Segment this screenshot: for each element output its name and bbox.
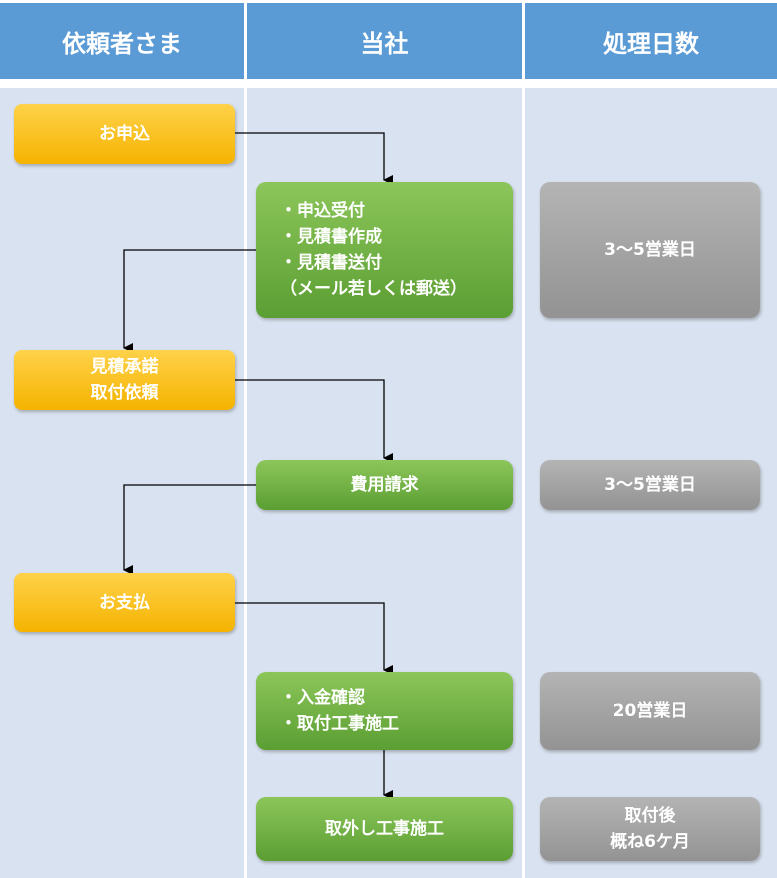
duration-label-2: 3～5営業日 (604, 475, 696, 495)
header-company: 当社 (247, 3, 522, 79)
arrow-billing-to-payment (123, 484, 256, 575)
duration-box-4: 取付後 概ね6ケ月 (540, 797, 760, 861)
duration-box-3: 20営業日 (540, 672, 760, 750)
duration-box-1: 3～5営業日 (540, 182, 760, 318)
billing-label: 費用請求 (350, 475, 419, 495)
arrow-payment-to-installation (235, 602, 393, 675)
payment-confirmation-line: ・入金確認 (280, 688, 365, 708)
estimate-creation-line: ・見積書作成 (280, 227, 382, 247)
reception-line: ・申込受付 (280, 201, 365, 221)
apply-box: お申込 (14, 104, 235, 164)
header-days: 処理日数 (525, 3, 777, 79)
estimate-approval-box: 見積承諾 取付依頼 (14, 350, 235, 410)
installation-box: ・入金確認 ・取付工事施工 (256, 672, 513, 750)
duration-label-4a: 取付後 (624, 806, 676, 826)
duration-label-3: 20営業日 (612, 701, 688, 721)
duration-box-2: 3～5営業日 (540, 460, 760, 510)
apply-label: お申込 (99, 124, 150, 144)
arrow-estimate-to-client (123, 249, 256, 353)
estimate-approval-label: 見積承諾 (90, 357, 159, 377)
arrow-approval-to-billing (235, 379, 393, 463)
removal-box: 取外し工事施工 (256, 797, 513, 861)
duration-label-4b: 概ね6ケ月 (610, 832, 690, 852)
payment-box: お支払 (14, 573, 235, 632)
removal-label: 取外し工事施工 (325, 819, 444, 839)
reception-box: ・申込受付 ・見積書作成 ・見積書送付 （メール若しくは郵送） (256, 182, 513, 318)
client-lane (0, 88, 244, 878)
payment-label: お支払 (99, 592, 150, 613)
header-client: 依頼者さま (0, 3, 244, 79)
duration-label-1: 3～5営業日 (604, 240, 696, 260)
billing-box: 費用請求 (256, 460, 513, 510)
installation-work-line: ・取付工事施工 (280, 714, 399, 734)
installation-request-label: 取付依頼 (90, 383, 159, 403)
estimate-sending-line: ・見積書送付 (280, 253, 382, 273)
arrow-apply-to-reception (235, 132, 393, 185)
sending-method-line: （メール若しくは郵送） (280, 279, 467, 299)
